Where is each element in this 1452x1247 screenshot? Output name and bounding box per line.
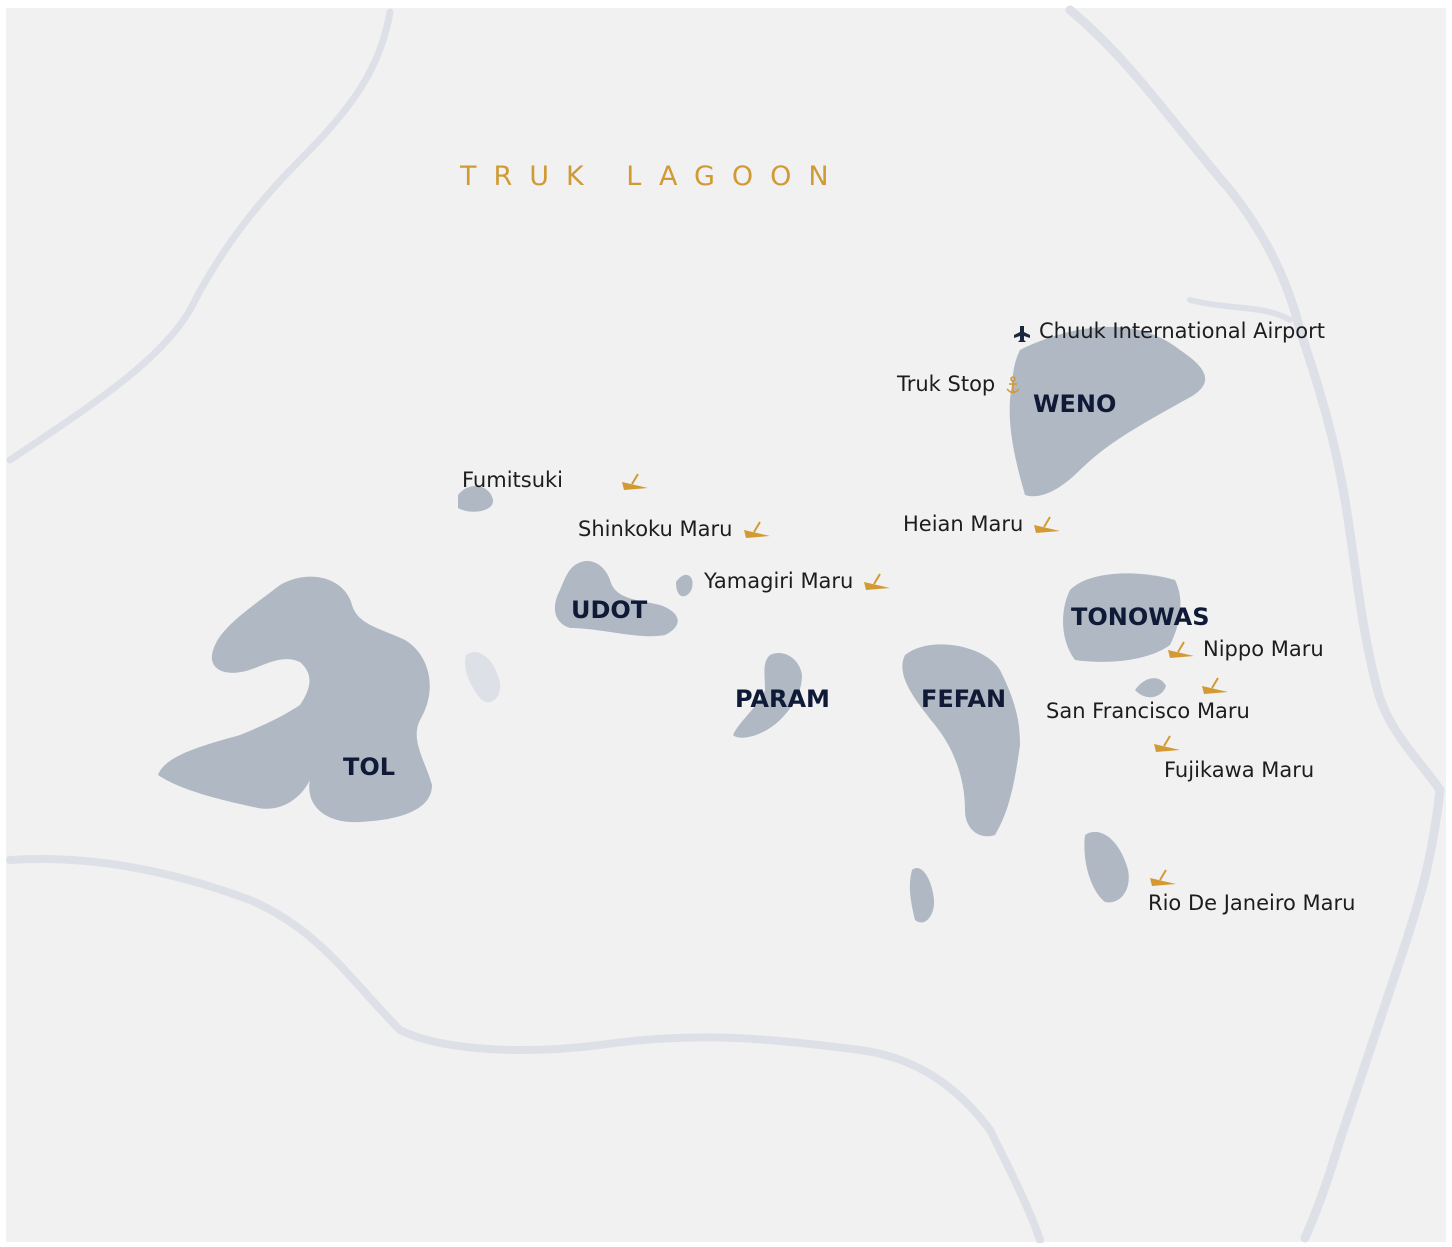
shipwreck-icon[interactable] (1034, 516, 1060, 533)
anchor-icon[interactable] (1006, 376, 1020, 394)
shipwreck-icon[interactable] (1202, 677, 1228, 694)
site-label-shinkoku-maru[interactable]: Shinkoku Maru (578, 517, 733, 541)
map-title: TRUK LAGOON (460, 161, 846, 192)
island-label-tol: TOL (343, 753, 396, 781)
reef-outline (6, 8, 394, 464)
shipwreck-icon[interactable] (864, 573, 890, 590)
reef-outline (6, 855, 1044, 1244)
airplane-icon[interactable] (1014, 326, 1030, 342)
tonowas-islet (1135, 678, 1166, 698)
site-label-fumitsuki[interactable]: Fumitsuki (462, 468, 564, 492)
island-label-param: PARAM (735, 685, 830, 713)
udot-island (554, 560, 678, 637)
site-label-fujikawa-maru[interactable]: Fujikawa Maru (1164, 758, 1315, 782)
site-label-nippo-maru[interactable]: Nippo Maru (1203, 637, 1324, 661)
site-label-airport[interactable]: Chuuk International Airport (1039, 319, 1326, 343)
shipwreck-icon[interactable] (622, 473, 648, 490)
reef-outline (1187, 297, 1293, 323)
tol-island (158, 576, 432, 823)
shipwreck-icon[interactable] (744, 521, 770, 538)
island-label-udot: UDOT (571, 596, 648, 624)
site-label-san-francisco-maru[interactable]: San Francisco Maru (1046, 699, 1250, 723)
site-label-truk-stop[interactable]: Truk Stop (897, 372, 996, 396)
tol-west-islet (464, 652, 501, 703)
shipwreck-icon[interactable] (1150, 869, 1176, 886)
island-label-weno: WENO (1033, 390, 1117, 418)
param-island (733, 652, 802, 738)
fumitsuki-islet (458, 485, 494, 512)
island-label-tonowas: TONOWAS (1071, 603, 1210, 631)
fefan-island (902, 644, 1020, 837)
udot-islet (676, 574, 693, 597)
weno-island (1009, 326, 1206, 497)
southeast-islet (1084, 831, 1129, 903)
site-label-heian-maru[interactable]: Heian Maru (903, 512, 1024, 536)
shipwreck-icon[interactable] (1154, 735, 1180, 752)
shipwreck-icon[interactable] (1168, 641, 1194, 658)
tonowas-island (1063, 573, 1181, 662)
site-label-rio-de-janeiro-maru[interactable]: Rio De Janeiro Maru (1148, 891, 1356, 915)
southern-islet (909, 868, 935, 923)
island-label-fefan: FEFAN (921, 685, 1007, 713)
site-label-yamagiri-maru[interactable]: Yamagiri Maru (704, 569, 854, 593)
reef-outline (1065, 5, 1445, 1243)
